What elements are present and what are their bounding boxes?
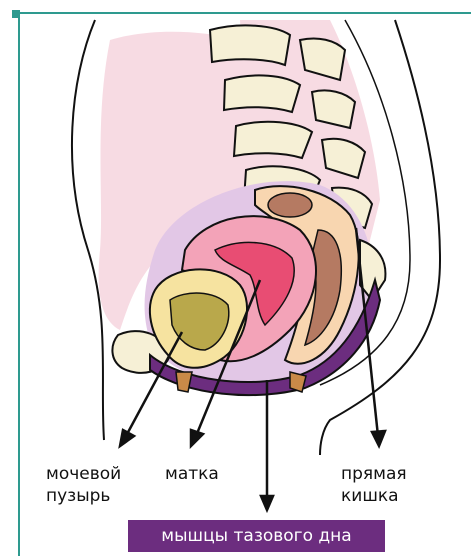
- label-rectum: прямая кишка: [341, 463, 407, 507]
- label-rectum-line1: прямая: [341, 463, 407, 485]
- label-rectum-line2: кишка: [341, 485, 407, 507]
- pelvic-floor-tab-left: [176, 372, 192, 392]
- body-outline-front: [72, 20, 104, 440]
- label-bladder-line1: мочевой: [46, 463, 121, 485]
- rectum-top-loop: [268, 193, 312, 217]
- label-pelvic-floor-badge: мышцы тазового дна: [128, 520, 385, 552]
- label-bladder: мочевой пузырь: [46, 463, 121, 507]
- label-uterus: матка: [165, 463, 219, 485]
- label-bladder-line2: пузырь: [46, 485, 121, 507]
